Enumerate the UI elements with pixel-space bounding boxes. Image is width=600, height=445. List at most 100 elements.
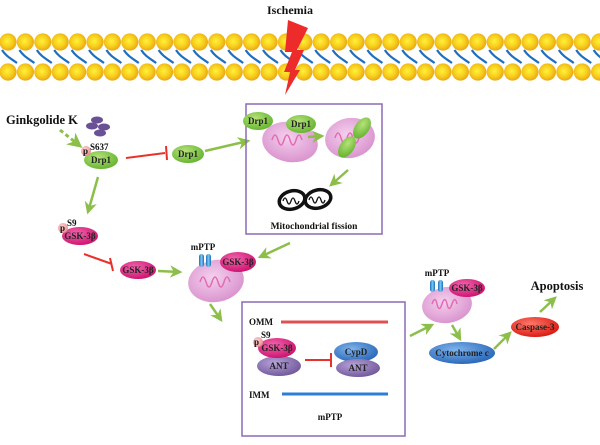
arrow-drp1-to-fission: [204, 137, 251, 153]
lipid-tail: [488, 49, 505, 64]
lipid-head: [469, 63, 487, 81]
cypd-node: [334, 342, 378, 362]
lipid-head: [451, 63, 469, 81]
lipid-head: [225, 33, 243, 51]
gsk-active-node: [120, 261, 156, 279]
arrow-cytochrome-to-caspase: [493, 331, 512, 350]
lipid-head: [190, 63, 208, 81]
arrow-fission-step: [307, 130, 325, 143]
lipid-head: [138, 33, 156, 51]
lipid-head: [225, 63, 243, 81]
ant-left-node: [257, 356, 301, 376]
lipid-head: [573, 33, 591, 51]
lipid-tail: [140, 49, 157, 64]
ginkgolide-k-label: Ginkgolide K: [6, 113, 78, 127]
lipid-head: [503, 63, 522, 81]
arrow-fission-to-mito: [257, 241, 291, 259]
phospho-p-label: p: [83, 146, 88, 156]
lightning-bolt-icon: [284, 20, 308, 95]
fission-drp1-a: [243, 112, 273, 130]
lipid-head: [243, 33, 261, 51]
cypd-label: CypD: [345, 347, 368, 357]
lipid-head: [556, 33, 574, 51]
s637-label: S637: [90, 142, 109, 152]
fission-box: [245, 103, 383, 235]
lipid-head: [347, 63, 365, 81]
caspase-3-node: [511, 317, 559, 337]
box-p-label: p: [254, 337, 259, 347]
lipid-head: [486, 63, 504, 81]
lipid-tail: [314, 49, 331, 64]
lipid-head: [173, 33, 191, 51]
lipid-head: [243, 63, 261, 81]
gsk-mito-label: GSK-3β: [222, 257, 254, 267]
mitochondrion-fission-2: [325, 117, 375, 159]
drp1-phospho-label: Drp1: [91, 155, 111, 165]
mptp-channel-icon: [199, 254, 211, 267]
lipid-tail: [105, 49, 123, 64]
lipid-tail: [244, 49, 262, 64]
phospho-badge-gsk: [58, 223, 68, 233]
lipid-tail: [418, 49, 436, 64]
lipid-head: [364, 33, 382, 51]
lipid-head: [208, 63, 226, 81]
gsk-active-label: GSK-3β: [122, 265, 154, 275]
lipid-head: [0, 63, 17, 81]
lipid-head: [86, 33, 104, 51]
lipid-head: [34, 63, 52, 81]
lipid-head: [190, 33, 208, 51]
arrow-mito-to-cytochrome: [449, 324, 462, 342]
phospho-badge-box: [253, 337, 263, 347]
lipid-head: [399, 63, 417, 81]
arrow-to-fragments: [329, 169, 349, 187]
lipid-head: [51, 63, 69, 81]
lipid-head: [451, 33, 469, 51]
lipid-tail: [540, 49, 558, 64]
lipid-head: [103, 33, 121, 51]
fragmented-mitochondria-icon: [277, 187, 333, 212]
lipid-tail: [331, 49, 349, 64]
gsk-mito-node: [220, 252, 256, 272]
lipid-head: [330, 63, 348, 81]
lipid-tail: [523, 49, 540, 64]
lipid-tail: [592, 49, 600, 59]
lipid-tail: [70, 49, 88, 64]
lipid-head: [86, 63, 104, 81]
lipid-head: [69, 63, 87, 81]
lipid-head: [591, 33, 600, 51]
ant-right-label: ANT: [348, 363, 367, 373]
lipid-head: [51, 33, 69, 51]
lipid-head: [34, 33, 52, 51]
mptp-label-right: mPTP: [425, 268, 450, 278]
lipid-head: [295, 63, 313, 81]
lipid-head: [469, 33, 487, 51]
lipid-head: [573, 63, 591, 81]
lipid-tail: [175, 49, 192, 64]
lipid-head: [312, 33, 330, 51]
lipid-tail: [383, 49, 401, 64]
box-s9-label: S9: [261, 330, 271, 340]
fission-drp1-b: [286, 115, 316, 133]
lipid-tail: [349, 49, 366, 64]
lipid-head: [503, 33, 522, 51]
gsk-phospho-label: GSK-3β: [64, 231, 96, 241]
lipid-tail: [18, 49, 36, 64]
lipid-tail: [366, 49, 384, 64]
lipid-head: [156, 63, 174, 81]
mptp-box-caption: mPTP: [318, 412, 343, 422]
lipid-tail: [35, 49, 53, 64]
s9-label: S9: [67, 218, 77, 228]
lipid-head: [556, 63, 574, 81]
lipid-head: [382, 33, 400, 51]
lipid-tail: [436, 49, 453, 64]
lipid-head: [364, 63, 382, 81]
inhibition-line-gsk: [83, 253, 113, 265]
caspase-3-label: Caspase-3: [515, 322, 555, 332]
ginkgolide-molecule-icon: [86, 116, 110, 137]
lipid-tail: [209, 49, 227, 64]
inhibition-line-drp1: [125, 152, 166, 159]
arrow-mito-to-mptp: [208, 303, 223, 323]
lipid-tail: [192, 49, 210, 64]
lipid-head: [521, 33, 539, 51]
